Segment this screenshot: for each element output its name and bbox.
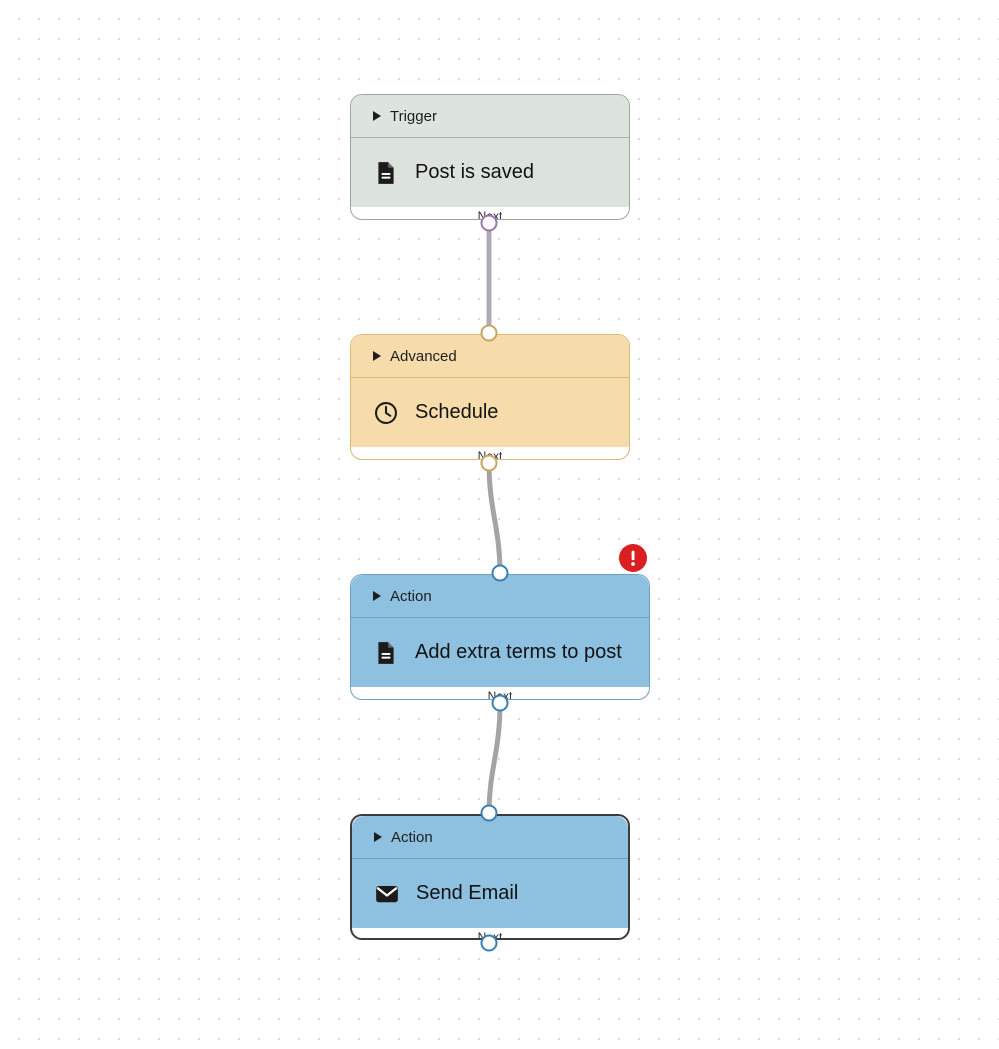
node-kind-label: Advanced (390, 347, 457, 365)
node-footer-next[interactable]: Next (352, 928, 628, 938)
envelope-icon (376, 885, 398, 902)
error-badge[interactable] (619, 544, 647, 572)
next-label: Next (478, 449, 503, 459)
node-footer-next[interactable]: Next (351, 447, 629, 459)
node-kind-label: Action (391, 828, 433, 846)
workflow-node-action-send-email[interactable]: Action Send Email Next (350, 814, 630, 940)
node-kind-label: Trigger (390, 107, 437, 125)
chevron-right-icon[interactable] (374, 832, 382, 842)
output-port-advanced[interactable] (480, 454, 498, 472)
node-body-action[interactable]: Send Email (352, 859, 628, 928)
document-icon (378, 641, 394, 664)
node-footer-next[interactable]: Next (351, 207, 629, 219)
node-body-trigger[interactable]: Post is saved (351, 138, 629, 207)
chevron-right-icon[interactable] (373, 351, 381, 361)
node-footer-next[interactable]: Next (351, 687, 649, 699)
exclamation-icon (631, 550, 635, 566)
workflow-node-trigger[interactable]: Trigger Post is saved Next (350, 94, 630, 220)
node-title: Schedule (415, 401, 499, 423)
input-port-advanced[interactable] (480, 324, 498, 342)
node-divider (351, 137, 629, 138)
node-body-action[interactable]: Add extra terms to post (351, 618, 649, 687)
node-kind-label: Action (390, 587, 432, 605)
node-title: Add extra terms to post (415, 641, 622, 663)
chevron-right-icon[interactable] (373, 111, 381, 121)
workflow-node-advanced[interactable]: Advanced Schedule Next (350, 334, 630, 460)
node-header-action[interactable]: Action (352, 816, 628, 858)
chevron-right-icon[interactable] (373, 591, 381, 601)
node-title: Send Email (416, 882, 519, 904)
node-header-action[interactable]: Action (351, 575, 649, 617)
node-title: Post is saved (415, 161, 534, 183)
edge-advanced-to-action[interactable] (486, 460, 503, 576)
node-body-advanced[interactable]: Schedule (351, 378, 629, 447)
document-icon (378, 161, 394, 184)
workflow-node-action-add-terms[interactable]: Action Add extra terms to post Next (350, 574, 650, 700)
next-label: Next (488, 689, 513, 699)
output-port-trigger[interactable] (480, 214, 498, 232)
clock-icon (375, 401, 397, 424)
output-port-action-send-email[interactable] (480, 934, 498, 952)
node-divider (352, 858, 628, 859)
input-port-action-send-email[interactable] (480, 804, 498, 822)
input-port-action-add-terms[interactable] (491, 564, 509, 582)
node-header-advanced[interactable]: Advanced (351, 335, 629, 377)
node-divider (351, 617, 649, 618)
next-label: Next (478, 930, 503, 938)
edge-action-to-email[interactable] (486, 700, 503, 816)
node-header-trigger[interactable]: Trigger (351, 95, 629, 137)
next-label: Next (478, 209, 503, 219)
output-port-action-add-terms[interactable] (491, 694, 509, 712)
node-divider (351, 377, 629, 378)
